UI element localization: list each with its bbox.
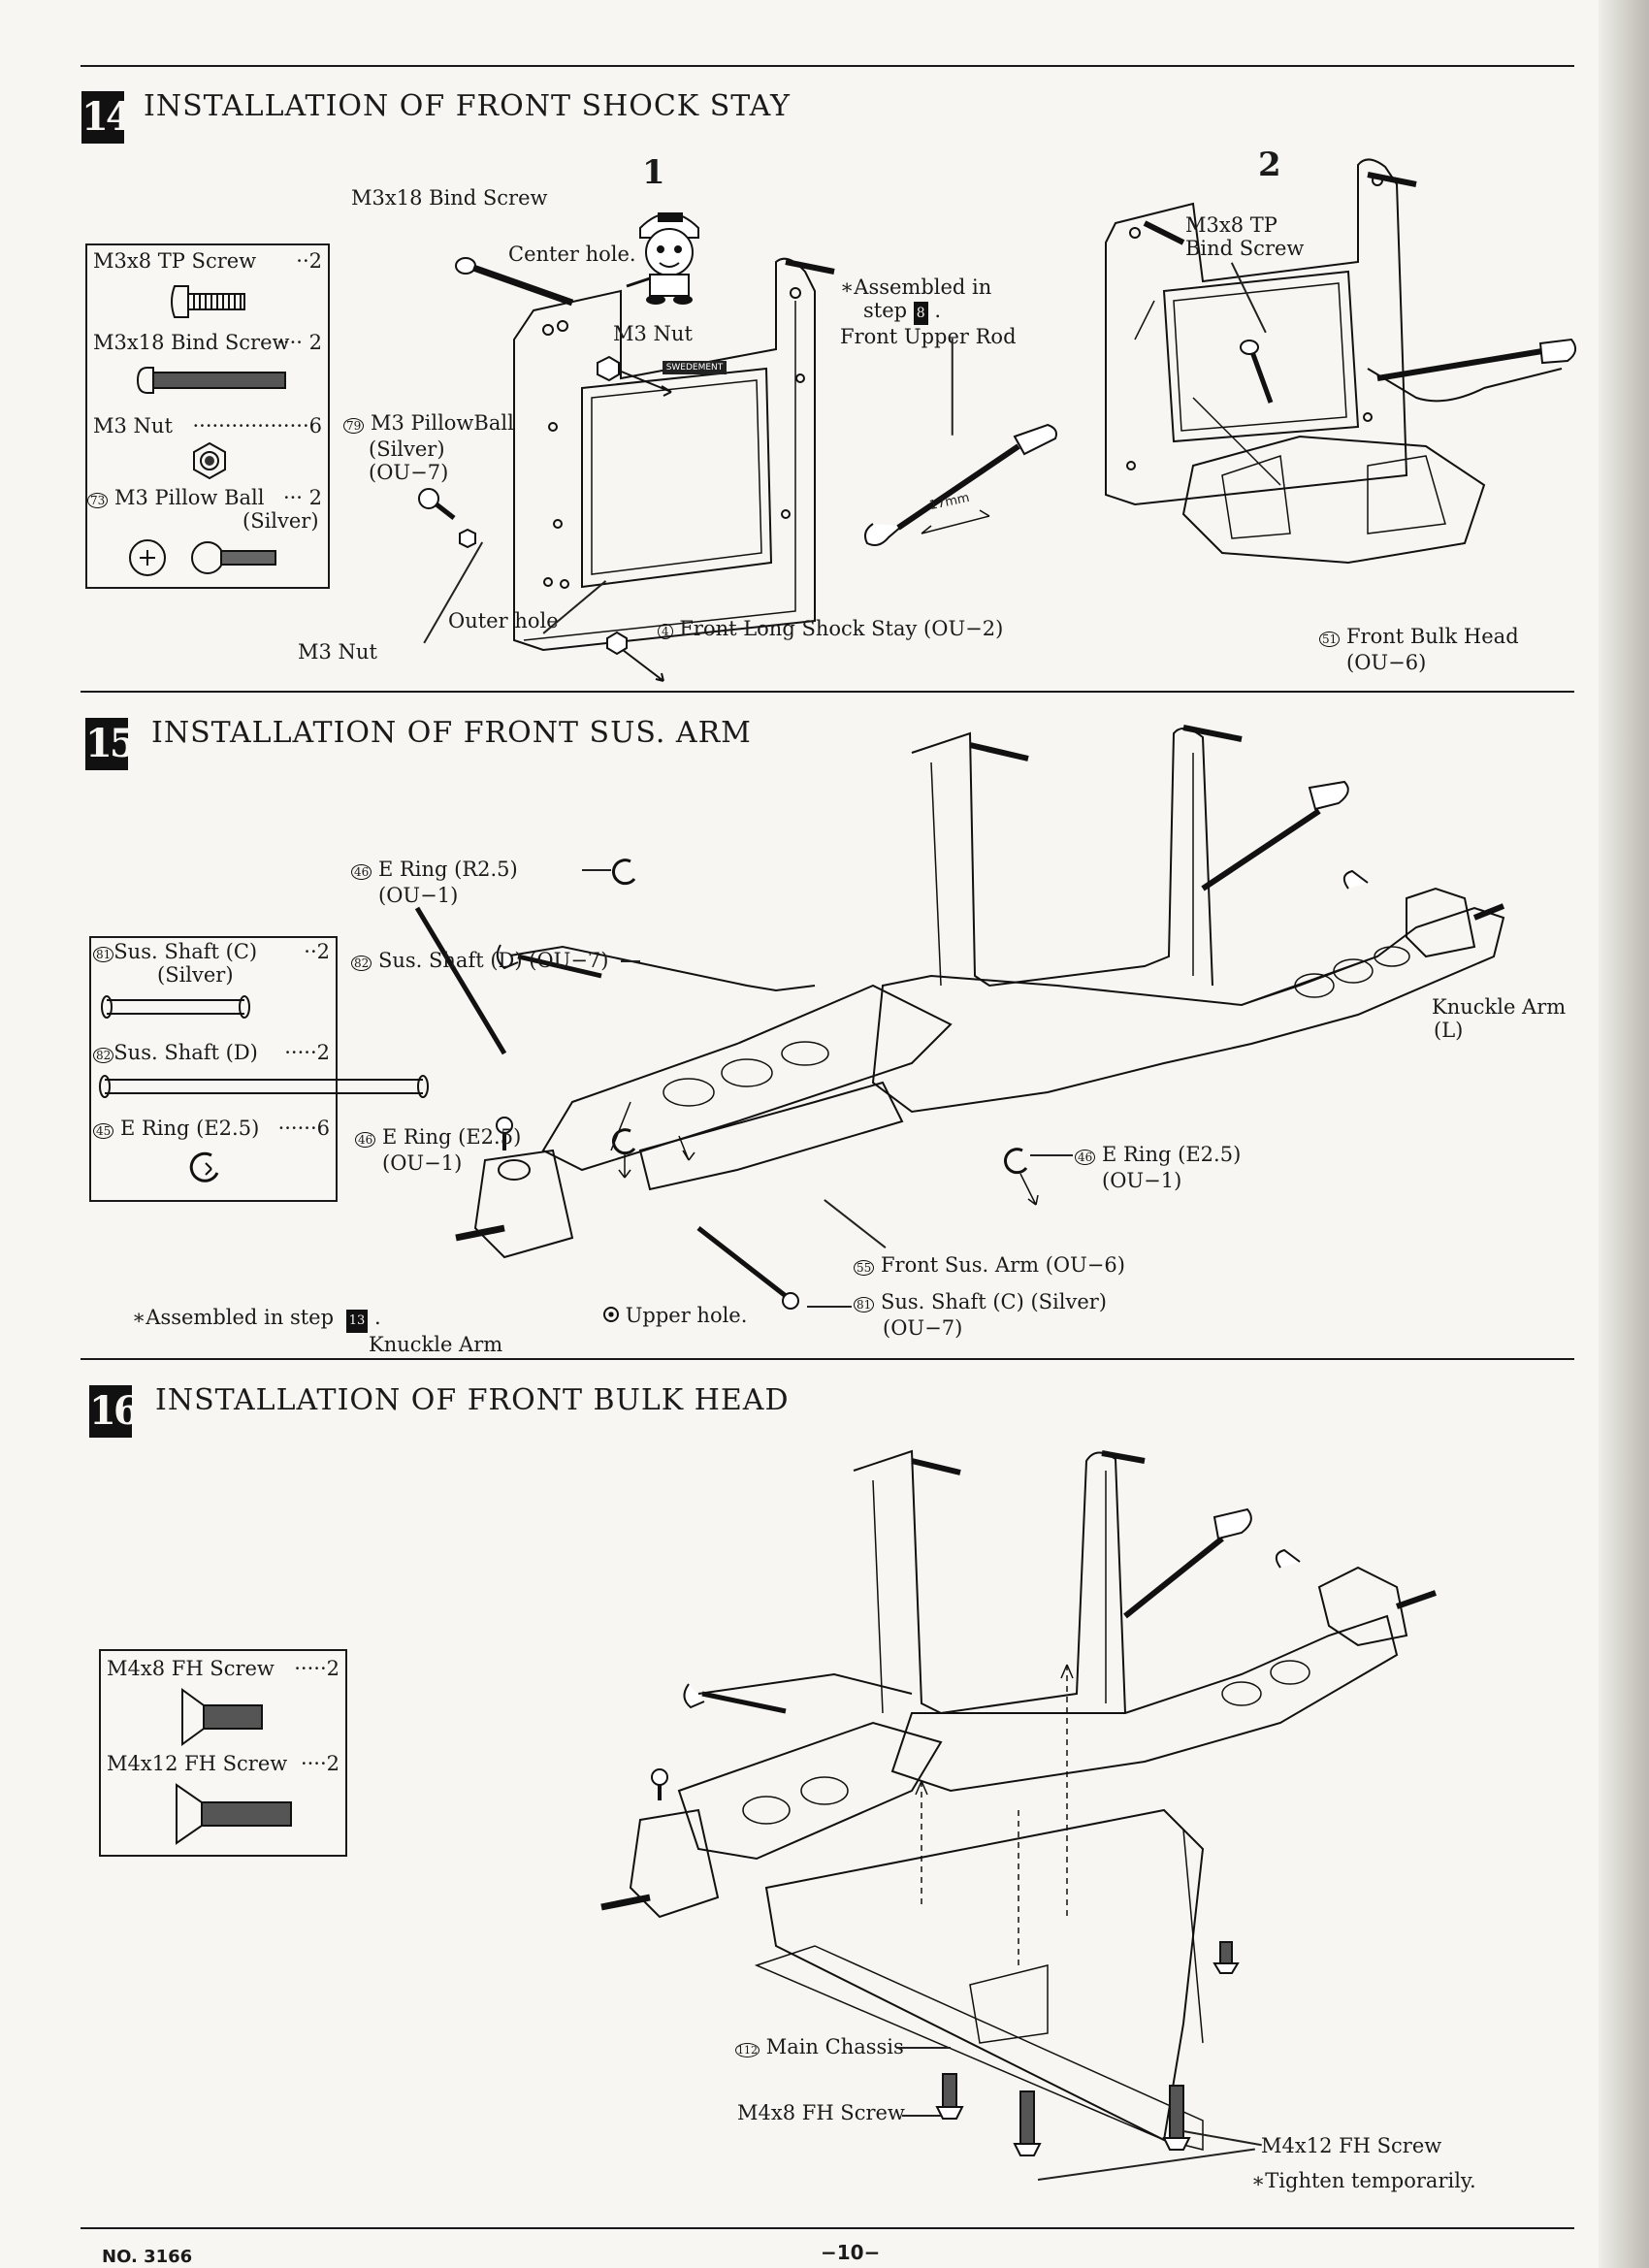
step-label-1: 1 xyxy=(642,153,665,192)
label-outer-hole: Outer hole xyxy=(448,609,559,632)
e-ring-r25-drawing xyxy=(605,856,644,894)
label-e-ring-r25: 46 E Ring (R2.5) (OU−1) xyxy=(351,858,518,907)
bind-screw-drawing xyxy=(456,254,592,312)
e-ring-e25-drawing-right xyxy=(997,1145,1046,1213)
shock-stay-drawing-2 xyxy=(1077,146,1581,650)
nut-drawing xyxy=(594,353,681,402)
page-edge-shadow xyxy=(1599,0,1649,2268)
outer-hole-nut xyxy=(601,631,669,689)
sus-shaft-d-icon xyxy=(97,1072,436,1101)
section-divider-14-15 xyxy=(81,691,1574,693)
label-main-chassis: 112 Main Chassis xyxy=(735,2035,904,2058)
label-front-long-shock-stay: 4 Front Long Shock Stay (OU−2) xyxy=(658,617,1003,643)
label-m4x8-fh-screw: M4x8 FH Screw xyxy=(737,2101,905,2124)
section-divider-15-16 xyxy=(81,1358,1574,1360)
e-ring-e25-drawing-left xyxy=(605,1125,644,1183)
m4x12-fh-screw-icon xyxy=(173,1783,299,1845)
page-number: −10− xyxy=(821,2241,881,2264)
section-title-15: INSTALLATION OF FRONT SUS. ARM xyxy=(151,716,752,750)
step-number-14: 14 xyxy=(81,91,133,144)
m4x12-screw-drawing-left xyxy=(1013,2090,1042,2167)
label-assembled-step13: ∗Assembled in step 13 . xyxy=(132,1306,381,1333)
top-rule xyxy=(81,65,1574,67)
label-pillowball: 79 M3 PillowBall (Silver) (OU−7) xyxy=(343,411,514,484)
label-center-hole: Center hole. xyxy=(508,243,636,266)
pillowball-drawing xyxy=(417,485,485,553)
dot-icon xyxy=(603,1307,619,1322)
e-ring-icon xyxy=(186,1150,225,1188)
sus-shaft-c-icon xyxy=(99,992,254,1021)
bottom-rule xyxy=(81,2227,1574,2229)
step-label-2: 2 xyxy=(1258,146,1281,184)
bind-screw-icon xyxy=(134,364,289,397)
label-tighten-temporarily: ∗Tighten temporarily. xyxy=(1251,2169,1476,2192)
nut-icon xyxy=(190,441,229,480)
label-m4x12-fh-screw: M4x12 FH Screw xyxy=(1261,2134,1442,2157)
front-bulk-head-assembly-drawing xyxy=(621,1403,1552,2169)
label-m3-nut-bottom: M3 Nut xyxy=(298,640,377,664)
tp-screw-icon xyxy=(167,282,254,321)
label-upper-hole: Upper hole. xyxy=(603,1304,747,1327)
label-assembled-step8: ∗Assembled in step 8 . Front Upper Rod xyxy=(840,275,1017,348)
label-knuckle-arm: Knuckle Arm xyxy=(369,1333,503,1356)
label-knuckle-arm-l: Knuckle Arm (L) xyxy=(1432,995,1567,1042)
m4x8-fh-screw-icon xyxy=(178,1688,275,1746)
label-m3x18: M3x18 Bind Screw xyxy=(351,186,548,210)
label-e-ring-e25-right: 46 E Ring (E2.5) (OU−1) xyxy=(1075,1143,1241,1192)
chassis-back-screw xyxy=(1212,1940,1242,1979)
swedement-stamp: SWEDEMENT xyxy=(663,361,727,374)
front-upper-rod-drawing xyxy=(844,407,1067,553)
label-sus-shaft-c: 81 Sus. Shaft (C) (Silver) (OU−7) xyxy=(854,1290,1107,1340)
mascot-icon xyxy=(621,212,718,305)
parts-box-14: M3x8 TP Screw··2 M3x18 Bind Screw···· 2 … xyxy=(85,243,330,589)
label-sus-shaft-d: 82 Sus. Shaft (D) (OU−7) xyxy=(351,949,608,975)
step-number-15: 15 xyxy=(85,718,137,770)
step-number-16: 16 xyxy=(89,1385,141,1438)
pillow-ball-icon xyxy=(126,535,291,581)
parts-box-16: M4x8 FH Screw·····2 M4x12 FH Screw····2 xyxy=(99,1649,347,1857)
label-m3-nut-top: M3 Nut xyxy=(613,322,693,345)
model-number: NO. 3166 xyxy=(102,2247,193,2267)
section-title-16: INSTALLATION OF FRONT BULK HEAD xyxy=(155,1383,790,1417)
m4x8-screw-drawing xyxy=(935,2072,964,2130)
shock-stay-drawing-1 xyxy=(427,233,834,669)
m4x12-screw-drawing-right xyxy=(1162,2084,1191,2161)
label-front-bulk-head: 51 Front Bulk Head (OU−6) xyxy=(1319,625,1519,674)
section-title-14: INSTALLATION OF FRONT SHOCK STAY xyxy=(144,89,791,123)
front-sus-arm-assembly-drawing xyxy=(446,695,1513,1345)
label-e-ring-e25-left: 46 E Ring (E2.5) (OU−1) xyxy=(355,1125,521,1175)
label-front-sus-arm: 55 Front Sus. Arm (OU−6) xyxy=(854,1253,1125,1280)
